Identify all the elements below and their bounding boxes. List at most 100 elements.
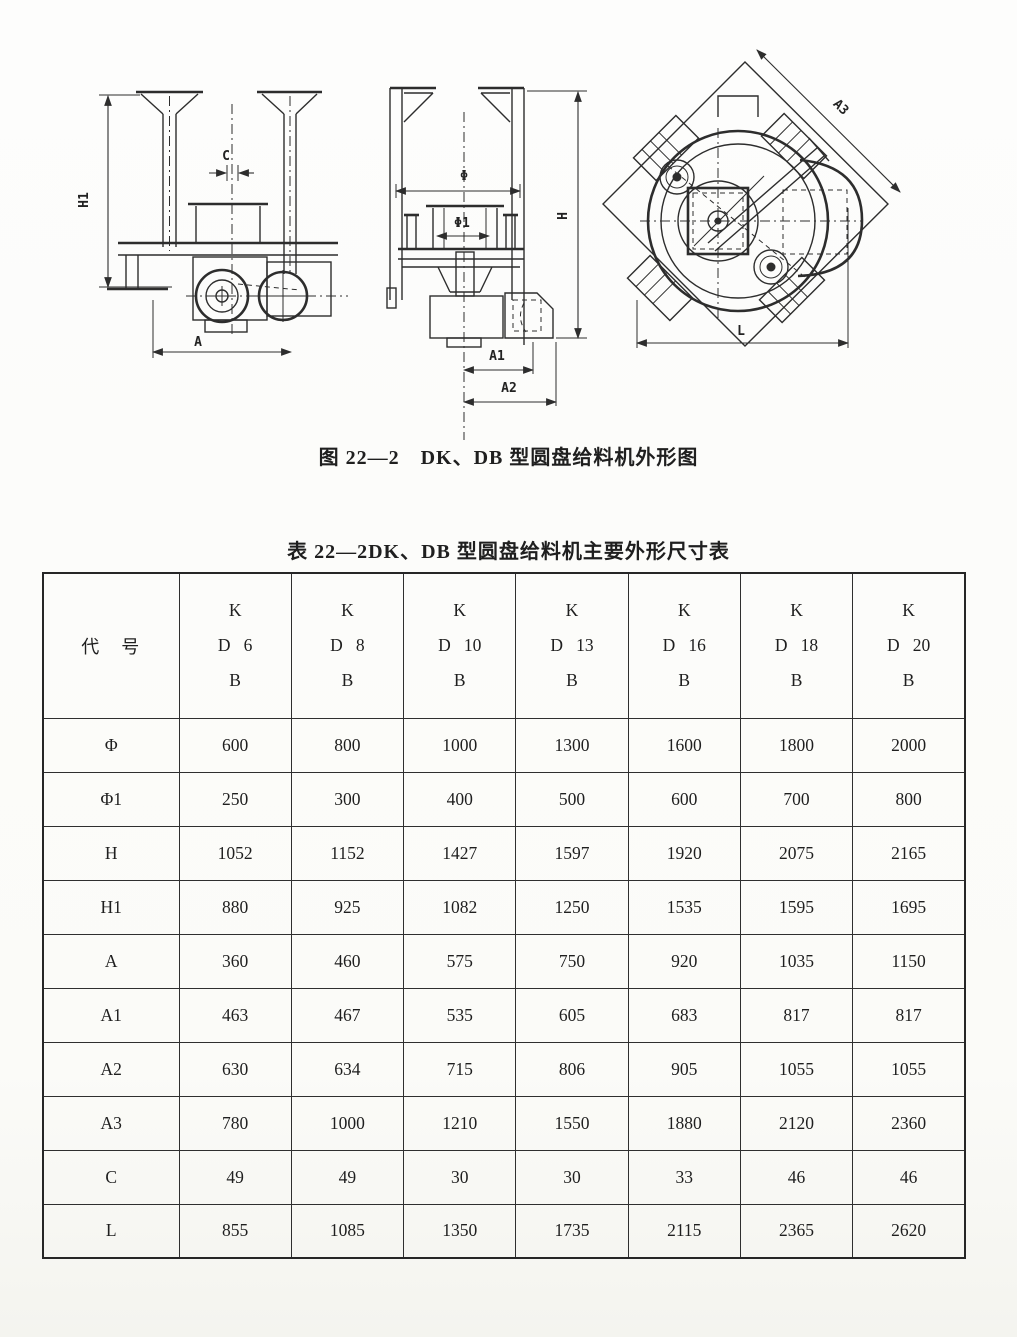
model-column-header: K D 10 B [403, 572, 517, 719]
table-cell: 2365 [739, 1203, 854, 1259]
row-label: H [42, 825, 180, 881]
table-row: A3 780 1000 1210 1550 1880 2120 2360 [42, 1095, 966, 1151]
table-cell: 2620 [852, 1203, 966, 1259]
table-cell: 360 [178, 933, 292, 989]
table-cell: 1250 [515, 879, 629, 935]
figure-drawings: H1 C [77, 49, 901, 440]
table-cell: 683 [627, 987, 741, 1043]
table-cell: 1000 [290, 1095, 405, 1151]
table-cell: 1300 [515, 717, 629, 773]
table-cell: 800 [852, 771, 966, 827]
dimensions-table: 代 号 K D 6 B K D 8 B K D 10 B K D 13 B K … [42, 572, 966, 1259]
table-cell: 1550 [515, 1095, 629, 1151]
table-cell: 1350 [403, 1203, 517, 1259]
front-view-drawing: H1 C [77, 90, 348, 358]
row-label: A [42, 933, 180, 989]
table-cell: 780 [178, 1095, 292, 1151]
table-cell: 46 [739, 1149, 854, 1205]
row-label: H1 [42, 879, 180, 935]
table-cell: 30 [403, 1149, 517, 1205]
table-cell: 2120 [739, 1095, 854, 1151]
table-cell: 46 [852, 1149, 966, 1205]
table-cell: 700 [739, 771, 854, 827]
table-cell: 500 [515, 771, 629, 827]
table-row: H 1052 1152 1427 1597 1920 2075 2165 [42, 825, 966, 881]
table-row: C 49 49 30 30 33 46 46 [42, 1149, 966, 1205]
dim-label-c: C [222, 149, 230, 164]
table-cell: 605 [515, 987, 629, 1043]
table-cell: 49 [290, 1149, 405, 1205]
table-cell: 1150 [852, 933, 966, 989]
table-cell: 1800 [739, 717, 854, 773]
table-cell: 2165 [852, 825, 966, 881]
dim-label-a1: A1 [489, 349, 505, 364]
table-cell: 920 [627, 933, 741, 989]
table-cell: 1427 [403, 825, 517, 881]
table-cell: 300 [290, 771, 405, 827]
dim-label-a: A [194, 335, 202, 350]
table-cell: 1152 [290, 825, 405, 881]
dim-label-h1: H1 [77, 192, 92, 208]
table-title: 表 22—2DK、DB 型圆盘给料机主要外形尺寸表 [287, 541, 730, 563]
table-row: A1 463 467 535 605 683 817 817 [42, 987, 966, 1043]
side-view-drawing: Φ Φ1 [386, 86, 587, 440]
table-cell: 750 [515, 933, 629, 989]
dim-label-h: H [556, 212, 571, 220]
table-cell: 905 [627, 1041, 741, 1097]
table-cell: 535 [403, 987, 517, 1043]
table-cell: 800 [290, 717, 405, 773]
row-label: Φ [42, 717, 180, 773]
table-cell: 855 [178, 1203, 292, 1259]
table-cell: 634 [290, 1041, 405, 1097]
table-cell: 1055 [852, 1041, 966, 1097]
table-row: L 855 1085 1350 1735 2115 2365 2620 [42, 1203, 966, 1259]
table-cell: 1600 [627, 717, 741, 773]
table-cell: 1695 [852, 879, 966, 935]
table-cell: 925 [290, 879, 405, 935]
table-cell: 1535 [627, 879, 741, 935]
table-cell: 2000 [852, 717, 966, 773]
dim-label-phi1: Φ1 [454, 216, 470, 231]
table-cell: 600 [178, 717, 292, 773]
row-label: A3 [42, 1095, 180, 1151]
table-cell: 817 [739, 987, 854, 1043]
model-column-header: K D 20 B [852, 572, 966, 719]
table-cell: 1735 [515, 1203, 629, 1259]
top-view-drawing: A3 [602, 49, 901, 348]
row-label: A2 [42, 1041, 180, 1097]
table-cell: 2360 [852, 1095, 966, 1151]
table-cell: 30 [515, 1149, 629, 1205]
table-cell: 400 [403, 771, 517, 827]
dim-label-a2: A2 [501, 381, 517, 396]
table-cell: 817 [852, 987, 966, 1043]
row-label: L [42, 1203, 180, 1259]
corner-header: 代 号 [42, 572, 180, 719]
table-cell: 467 [290, 987, 405, 1043]
table-cell: 2075 [739, 825, 854, 881]
table-cell: 806 [515, 1041, 629, 1097]
table-cell: 1082 [403, 879, 517, 935]
row-label: C [42, 1149, 180, 1205]
table-row: A2 630 634 715 806 905 1055 1055 [42, 1041, 966, 1097]
table-cell: 1210 [403, 1095, 517, 1151]
table-cell: 1597 [515, 825, 629, 881]
table-row: Φ 600 800 1000 1300 1600 1800 2000 [42, 717, 966, 773]
dim-label-a3: A3 [830, 97, 852, 119]
table-cell: 1085 [290, 1203, 405, 1259]
model-column-header: K D 18 B [739, 572, 854, 719]
table-cell: 1595 [739, 879, 854, 935]
table-cell: 49 [178, 1149, 292, 1205]
table-header-row: 代 号 K D 6 B K D 8 B K D 10 B K D 13 B K … [42, 572, 966, 719]
model-column-header: K D 16 B [627, 572, 741, 719]
table-cell: 1055 [739, 1041, 854, 1097]
table-cell: 715 [403, 1041, 517, 1097]
table-cell: 1035 [739, 933, 854, 989]
table-row: Φ1 250 300 400 500 600 700 800 [42, 771, 966, 827]
dim-label-l: L [737, 324, 745, 339]
table-cell: 1052 [178, 825, 292, 881]
table-cell: 600 [627, 771, 741, 827]
row-label: Φ1 [42, 771, 180, 827]
row-label: A1 [42, 987, 180, 1043]
table-cell: 630 [178, 1041, 292, 1097]
